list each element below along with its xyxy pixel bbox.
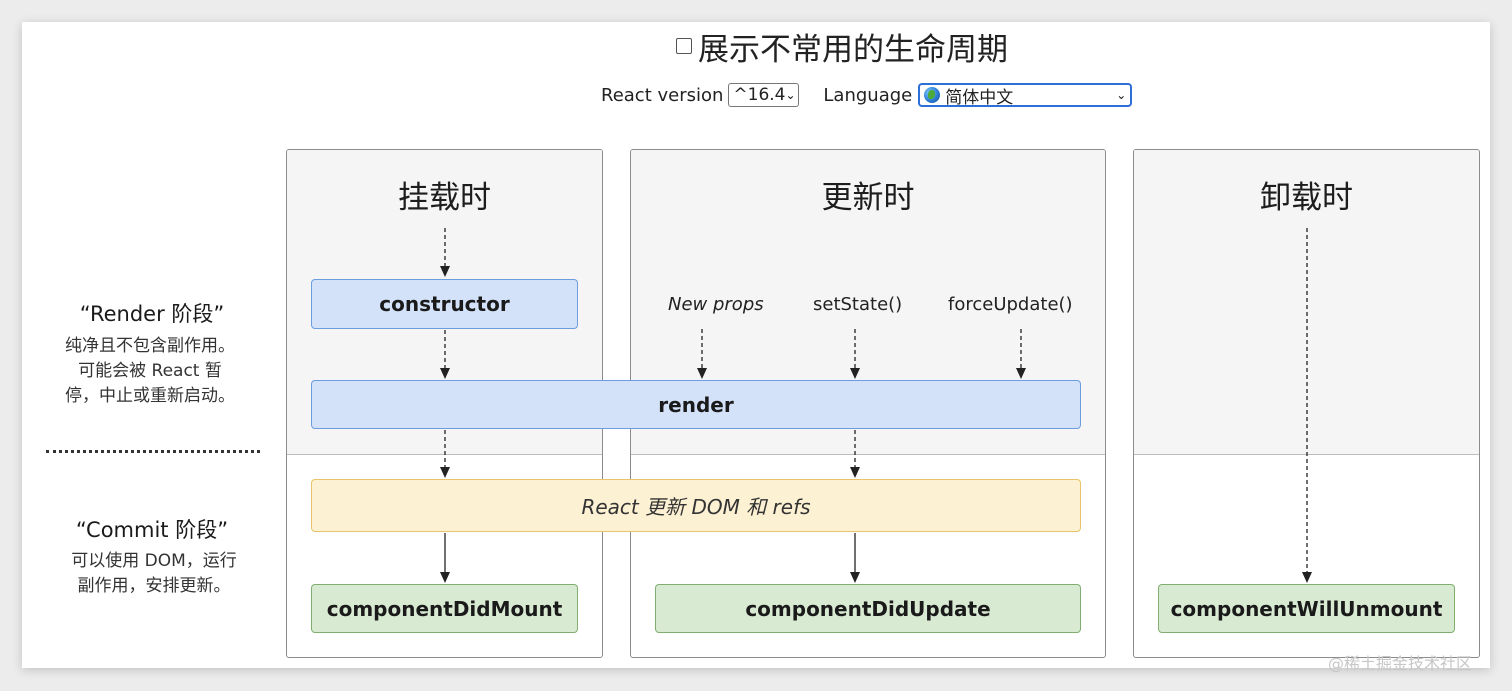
unmounting-title: 卸载时 [1260, 180, 1353, 216]
render-phase-desc-line: 纯净且不包含副作用。 [65, 336, 235, 356]
globe-icon [924, 87, 941, 103]
phase-divider [46, 450, 260, 453]
component-did-update-box: componentDidUpdate [655, 584, 1081, 633]
react-updates-dom-box: React 更新 DOM 和 refs [311, 479, 1081, 532]
set-state-trigger: setState() [813, 294, 903, 315]
title-row: 展示不常用的生命周期 [676, 26, 1008, 68]
force-update-trigger: forceUpdate() [948, 294, 1073, 315]
render-box: render [311, 380, 1081, 429]
language-label: Language [823, 84, 913, 106]
render-phase-desc-line: 停，中止或重新启动。 [65, 386, 235, 406]
unmounting-column: 卸载时 [1133, 149, 1480, 658]
page-title: 展示不常用的生命周期 [698, 31, 1008, 68]
language-select[interactable]: 简体中文 ⌄ [918, 83, 1133, 108]
language-value: 简体中文 [945, 87, 1014, 108]
commit-phase-desc-line: 可以使用 DOM，运行 [71, 551, 237, 571]
chevron-down-icon: ⌄ [785, 88, 796, 102]
component-will-unmount-box: componentWillUnmount [1158, 584, 1455, 633]
render-phase-desc-line: 可能会被 React 暂 [78, 361, 222, 381]
show-rare-lifecycles-checkbox[interactable] [676, 38, 692, 54]
react-version-label: React version [601, 84, 724, 106]
watermark: @稀土掘金技术社区 [1328, 654, 1473, 673]
component-did-mount-box: componentDidMount [311, 584, 578, 633]
commit-phase-title: “Commit 阶段” [75, 518, 229, 542]
controls-row: React version ^16.4 ⌄ Language 简体中文 ⌄ [601, 82, 1133, 108]
commit-phase-description: 可以使用 DOM，运行 副作用，安排更新。 [44, 549, 264, 599]
react-version-select[interactable]: ^16.4 ⌄ [728, 83, 800, 107]
render-phase-description: 纯净且不包含副作用。 可能会被 React 暂 停，中止或重新启动。 [40, 334, 260, 409]
constructor-box: constructor [311, 279, 578, 329]
mounting-title: 挂载时 [398, 180, 491, 216]
commit-phase-desc-line: 副作用，安排更新。 [77, 576, 231, 596]
react-version-value: ^16.4 [733, 85, 786, 105]
new-props-trigger: New props [668, 294, 764, 315]
chevron-down-icon: ⌄ [1116, 88, 1127, 102]
render-phase-title: “Render 阶段” [79, 302, 225, 326]
updating-title: 更新时 [821, 180, 915, 216]
